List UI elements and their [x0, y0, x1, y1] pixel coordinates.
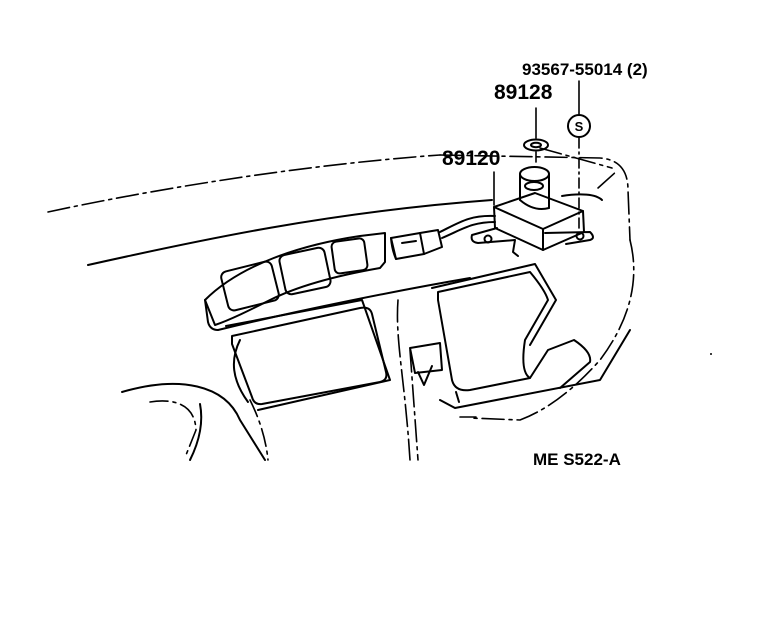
s-symbol-circle	[567, 114, 591, 138]
fastener-part-label: 93567-55014 (2)	[522, 60, 648, 79]
wire-harness	[439, 214, 496, 239]
cover-part-label: 89128	[494, 81, 553, 104]
dashboard-phantom-outline	[47, 147, 635, 421]
s-symbol-letter: S	[575, 119, 584, 134]
sensor-cover	[523, 138, 549, 152]
steering-column-area	[121, 339, 266, 461]
sensor-assembly	[470, 166, 594, 257]
stray-dot	[710, 353, 712, 355]
console-phantom-outline	[396, 299, 477, 461]
harness-connector	[390, 229, 443, 260]
leader-lines	[493, 80, 580, 206]
dashboard-top-edge	[87, 193, 603, 266]
leader-dash-lines	[535, 137, 580, 231]
instrument-panel	[204, 232, 471, 331]
steering-phantom-outline	[149, 399, 269, 461]
sensor-part-label: 89120	[442, 147, 501, 170]
figure-code-label: ME S522-A	[533, 450, 621, 469]
lower-display	[225, 299, 391, 411]
center-console	[409, 263, 631, 409]
